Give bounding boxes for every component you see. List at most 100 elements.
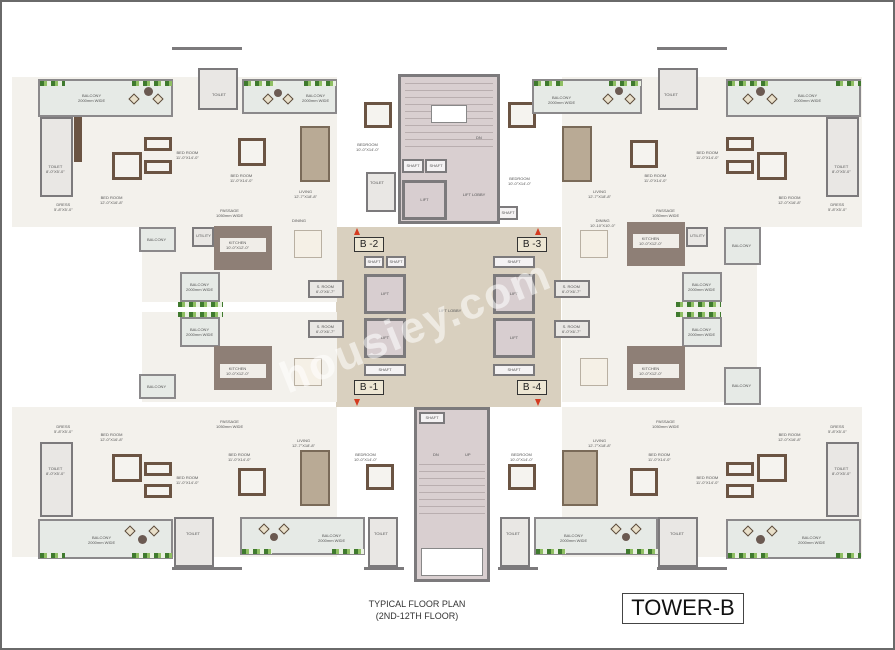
toilet-size: 8'-0"X5'-0" <box>832 169 851 174</box>
balcony-size: 2000mm WIDE <box>688 287 716 292</box>
bedroom-title: BED ROOM <box>696 150 719 155</box>
twin-bed-icon <box>726 484 754 498</box>
shaft-right-1: SHAFT <box>493 256 535 268</box>
chair-icon <box>124 525 136 537</box>
shaft-left-2: SHAFT <box>386 256 406 268</box>
balcony-title: BALCONY <box>564 533 584 538</box>
planter <box>534 81 564 86</box>
table-icon <box>274 89 282 97</box>
balcony-title: BALCONY <box>147 384 167 389</box>
balcony-title: BALCONY <box>692 282 712 287</box>
planter <box>536 549 566 554</box>
toilet-title: TOILET <box>664 92 678 97</box>
bedroom-size: 10'-0"X14'-0" <box>508 181 532 186</box>
toilet-title: TOILET <box>48 164 63 169</box>
balcony-title: BALCONY <box>82 93 102 98</box>
balcony-title: BALCONY <box>802 535 822 540</box>
bedroom-size: 11'-0"X14'-0" <box>644 178 667 183</box>
chair-icon <box>742 93 754 105</box>
toilet-b1-common: TOILET <box>174 517 214 567</box>
bed-icon <box>508 464 536 490</box>
balcony-size: 2000mm WIDE <box>88 540 116 545</box>
kitchen-title: KITCHEN <box>228 366 247 371</box>
kitchen-size: 10'-0"X12'-0" <box>226 371 250 376</box>
bed-icon <box>112 454 142 482</box>
stair-treads-bottom <box>419 460 485 520</box>
plan-caption: TYPICAL FLOOR PLAN (2ND-12TH FLOOR) <box>362 598 472 622</box>
living-size: 12'-7"X18'-8" <box>588 443 612 448</box>
planter <box>676 312 721 317</box>
planter <box>132 81 172 86</box>
shaft-top-1: SHAFT <box>402 159 424 173</box>
planter <box>728 553 768 558</box>
unit-tag-b2: B -2 <box>354 237 384 252</box>
dining-title: DINING <box>292 218 306 223</box>
bedroom-size: 11'-0"X14'-0" <box>228 457 251 462</box>
plan-title: TYPICAL FLOOR PLAN <box>368 599 466 609</box>
dress-title: DRESS <box>830 202 845 207</box>
planter <box>626 549 658 554</box>
balcony-size: 2000mm WIDE <box>794 98 822 103</box>
lift-left-1: LIFT <box>364 274 406 314</box>
bedroom-title: BED ROOM <box>176 475 199 480</box>
lift-lobby-title: LIFT LOBBY <box>438 308 462 313</box>
s-room-title: S. ROOM <box>316 284 334 289</box>
balcony-title: BALCONY <box>732 383 752 388</box>
planter <box>676 302 721 307</box>
toilet-size: 8'-0"X5'-0" <box>46 169 65 174</box>
bedroom-size: 11'-0"X14'-0" <box>176 155 199 160</box>
bedroom-size: 11'-0"X14'-0" <box>696 480 719 485</box>
toilet-title: TOILET <box>374 531 388 536</box>
bedroom-title: BED ROOM <box>778 432 801 437</box>
planter <box>40 553 65 558</box>
shaft-left-3: SHAFT <box>364 364 406 376</box>
balcony-title: BALCONY <box>322 533 342 538</box>
dining-size: 10'-10"X10'-0" <box>590 223 616 228</box>
plan-floors: (2ND-12TH FLOOR) <box>375 611 459 621</box>
dress-size: 5'-8"X5'-0" <box>54 207 73 212</box>
planter <box>40 81 65 86</box>
dress-size: 5'-8"X5'-0" <box>828 207 847 212</box>
chair-icon <box>152 93 164 105</box>
dining-table-b4 <box>580 358 608 386</box>
table-icon <box>622 533 630 541</box>
chair-icon <box>258 523 270 535</box>
chair-icon <box>742 525 754 537</box>
bed-icon <box>757 152 787 180</box>
bed-icon <box>630 140 658 168</box>
wall-stub <box>172 567 242 570</box>
s-room-title: S. ROOM <box>562 284 580 289</box>
s-room-title: S. ROOM <box>562 324 580 329</box>
bedroom-size: 12'-0"X16'-8" <box>778 200 802 205</box>
toilet-b4-common: TOILET <box>658 517 698 567</box>
lift-right-2: LIFT <box>493 318 535 358</box>
twin-bed-icon <box>144 160 172 174</box>
bedroom-title: BED ROOM <box>696 475 719 480</box>
